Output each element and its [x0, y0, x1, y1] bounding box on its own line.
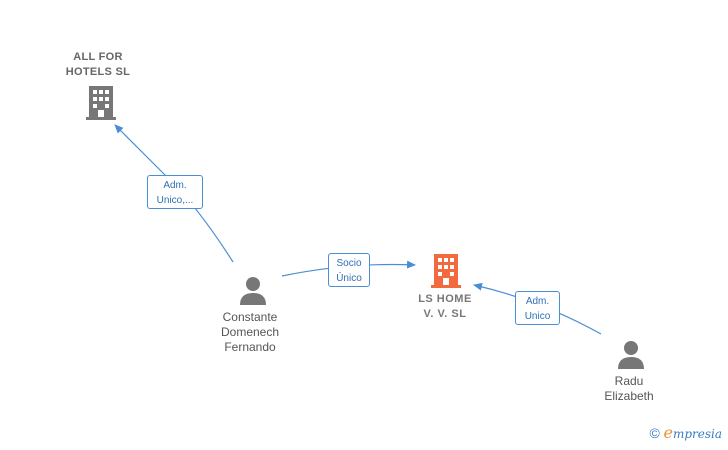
brand-e-letter: e	[663, 423, 673, 442]
copyright-symbol: ©	[649, 425, 660, 441]
person-name-line3: Fernando	[224, 340, 276, 354]
edge-label-adm-unico-1[interactable]: Adm. Unico,...	[147, 175, 203, 209]
edge-label-line2: Unico,...	[156, 195, 194, 206]
node-radu-label: Radu Elizabeth	[584, 374, 674, 404]
company-name-line1: LS HOME	[418, 293, 472, 305]
person-icon[interactable]	[616, 339, 646, 369]
edge-label-socio-unico[interactable]: Socio Único	[328, 253, 370, 287]
node-constante-label: Constante Domenech Fernando	[195, 310, 305, 355]
edge-label-line1: Socio	[336, 258, 362, 269]
brand-name: mpresia	[672, 427, 722, 441]
brand-logo: © empresia	[650, 423, 722, 442]
person-icon[interactable]	[238, 275, 268, 305]
building-icon[interactable]	[431, 252, 461, 288]
node-all-for-hotels-label: ALL FOR HOTELS SL	[48, 50, 148, 80]
company-name-line2: HOTELS SL	[65, 66, 131, 78]
edge-label-line2: Único	[336, 273, 362, 284]
building-icon[interactable]	[86, 84, 116, 120]
edge-label-line1: Adm.	[163, 180, 187, 191]
person-name-line2: Elizabeth	[604, 389, 654, 403]
company-name-line2: V. V. SL	[423, 308, 467, 320]
edge-label-line1: Adm.	[525, 296, 550, 307]
node-ls-home-label: LS HOME V. V. SL	[395, 292, 495, 322]
person-name-line2: Domenech	[220, 325, 280, 339]
person-name-line1: Constante	[222, 310, 278, 324]
edge-label-adm-unico-2[interactable]: Adm. Unico	[515, 291, 560, 325]
edge-label-line2: Unico	[524, 311, 551, 322]
person-name-line1: Radu	[614, 374, 644, 388]
company-name-line1: ALL FOR	[73, 51, 123, 63]
